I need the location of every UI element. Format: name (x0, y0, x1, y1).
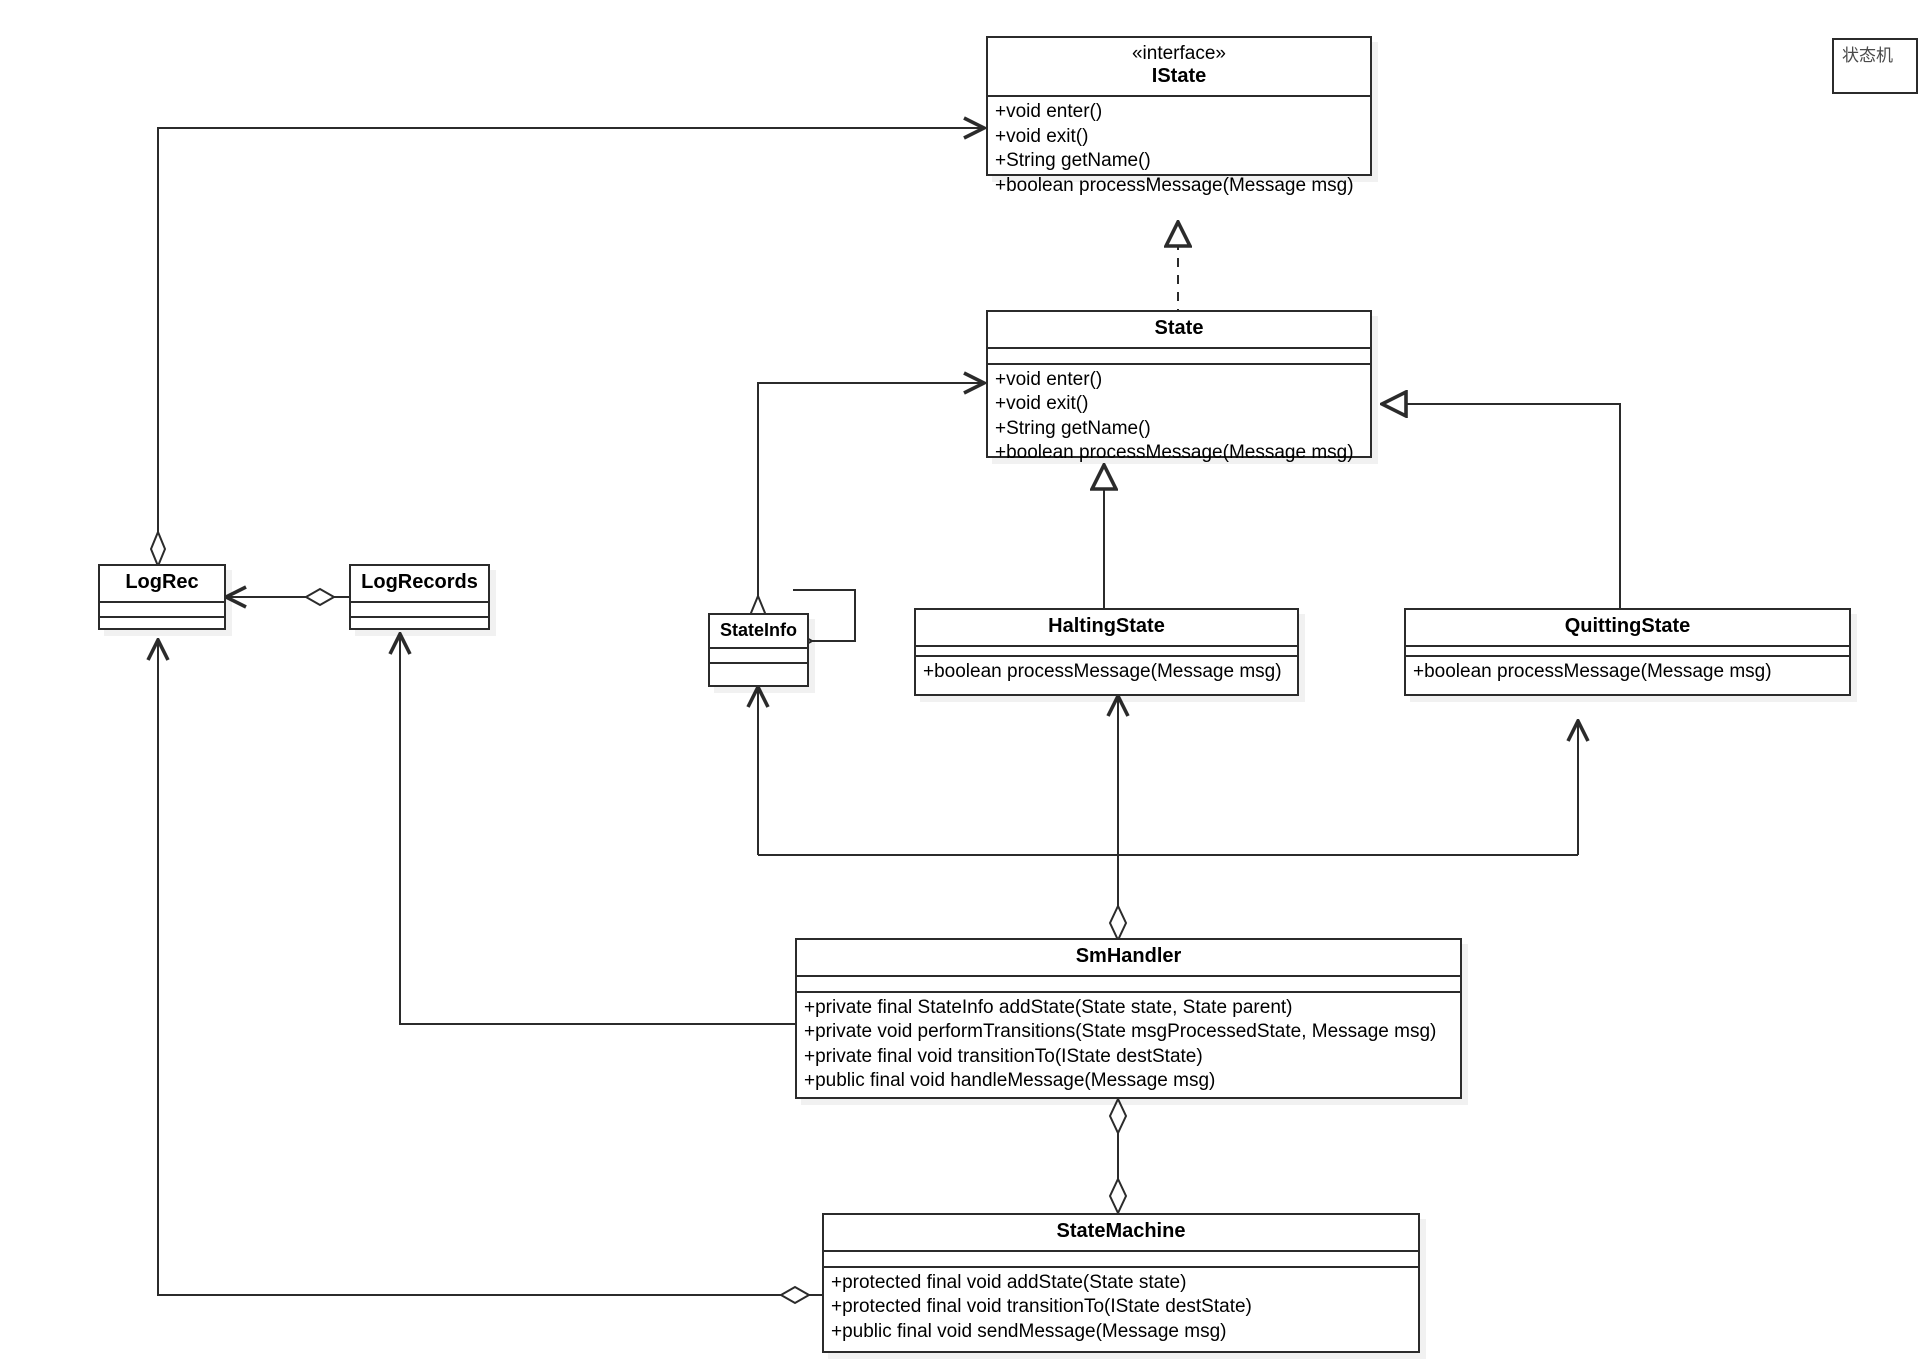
class-name-logrecords: LogRecords (361, 571, 478, 593)
class-box-istate[interactable]: «interface» IState +void enter() +void e… (986, 36, 1372, 196)
class-header-state: State (988, 312, 1370, 347)
class-name-statemachine: StateMachine (1056, 1220, 1186, 1242)
operation-row: +public final void sendMessage(Message m… (831, 1320, 1227, 1342)
class-header-stateinfo: StateInfo (710, 615, 807, 647)
class-operations-logrec (100, 615, 224, 631)
operation-row: +void enter() (995, 368, 1103, 390)
class-box-statemachine[interactable]: StateMachine +protected final void addSt… (822, 1213, 1420, 1353)
class-header-statemachine: StateMachine (824, 1215, 1418, 1250)
operation-row: +protected final void transitionTo(IStat… (831, 1296, 1252, 1318)
class-attributes-statemachine (824, 1249, 1418, 1266)
class-operations-quittingstate: +boolean processMessage(Message msg) (1406, 654, 1849, 690)
operation-row: +void exit() (995, 125, 1089, 147)
operation-row: +boolean processMessage(Message msg) (995, 442, 1354, 464)
operation-row: +boolean processMessage(Message msg) (1413, 660, 1772, 682)
class-name-quittingstate: QuittingState (1564, 615, 1691, 637)
operation-row: +private final void transitionTo(IState … (804, 1045, 1203, 1067)
class-name-haltingstate: HaltingState (1048, 615, 1165, 637)
class-box-logrec[interactable]: LogRec (98, 564, 226, 630)
class-attributes-logrec (100, 600, 224, 616)
operation-row: +String getName() (995, 417, 1151, 439)
class-header-smhandler: SmHandler (797, 940, 1460, 975)
class-operations-smhandler: +private final StateInfo addState(State … (797, 990, 1460, 1099)
class-operations-haltingstate: +boolean processMessage(Message msg) (916, 654, 1297, 690)
class-stereotype-istate: «interface» (1131, 43, 1226, 64)
class-operations-state: +void enter() +void exit() +String getNa… (988, 362, 1370, 471)
operation-row: +void exit() (995, 393, 1089, 415)
class-box-smhandler[interactable]: SmHandler +private final StateInfo addSt… (795, 938, 1462, 1099)
operation-row: +private final StateInfo addState(State … (804, 996, 1293, 1018)
operation-row: +protected final void addState(State sta… (831, 1271, 1187, 1293)
class-attributes-smhandler (797, 974, 1460, 991)
class-operations-istate: +void enter() +void exit() +String getNa… (988, 95, 1370, 203)
class-name-smhandler: SmHandler (1075, 945, 1182, 967)
operation-row: +public final void handleMessage(Message… (804, 1070, 1216, 1092)
class-box-logrecords[interactable]: LogRecords (349, 564, 490, 630)
operation-row: +private void performTransitions(State m… (804, 1021, 1437, 1043)
class-attributes-state (988, 346, 1370, 363)
class-name-stateinfo: StateInfo (719, 620, 797, 640)
class-name-logrec: LogRec (125, 571, 199, 593)
class-header-istate: «interface» IState (988, 38, 1370, 95)
class-operations-stateinfo (710, 662, 807, 677)
class-attributes-haltingstate (916, 644, 1297, 655)
class-box-stateinfo[interactable]: StateInfo (708, 613, 809, 687)
class-attributes-logrecords (351, 600, 488, 616)
class-attributes-quittingstate (1406, 644, 1849, 655)
operation-row: +String getName() (995, 150, 1151, 171)
diagram-title-note-label: 状态机 (1842, 46, 1893, 65)
class-operations-logrecords (351, 615, 488, 631)
class-box-state[interactable]: State +void enter() +void exit() +String… (986, 310, 1372, 463)
class-name-istate: IState (1151, 65, 1207, 88)
class-attributes-stateinfo (710, 647, 807, 662)
class-box-haltingstate[interactable]: HaltingState +boolean processMessage(Mes… (914, 608, 1299, 696)
operation-row: +void enter() (995, 101, 1103, 122)
diagram-title-note: 状态机 (1832, 38, 1918, 94)
operation-row: +boolean processMessage(Message msg) (923, 660, 1282, 682)
class-header-logrecords: LogRecords (351, 566, 488, 601)
operation-row: +boolean processMessage(Message msg) (995, 174, 1354, 196)
class-header-logrec: LogRec (100, 566, 224, 601)
class-box-quittingstate[interactable]: QuittingState +boolean processMessage(Me… (1404, 608, 1851, 696)
class-name-state: State (1154, 317, 1204, 339)
class-header-quittingstate: QuittingState (1406, 610, 1849, 645)
class-header-haltingstate: HaltingState (916, 610, 1297, 645)
class-operations-statemachine: +protected final void addState(State sta… (824, 1265, 1418, 1350)
